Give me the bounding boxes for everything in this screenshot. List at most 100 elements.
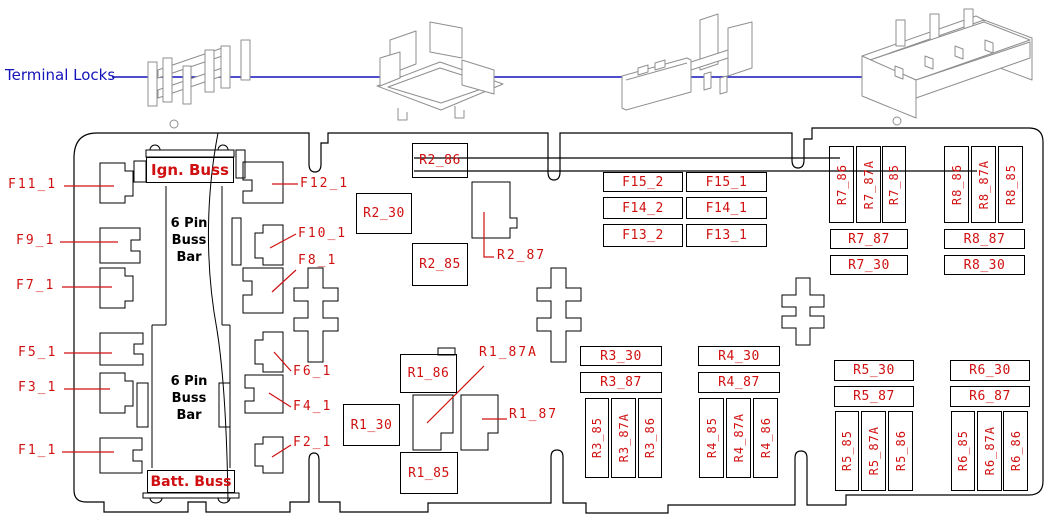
- terminal-box-r8-85: R8_85: [998, 146, 1023, 223]
- terminal-box-r4-85-text: R4_85: [704, 417, 719, 459]
- terminal-box-f14-1: F14_1: [686, 197, 767, 219]
- terminal-box-r3-30-text: R3_30: [600, 348, 642, 364]
- terminal-box-r3-87a-text: R3_87A: [616, 413, 631, 463]
- terminal-box-r1-30-text: R1_30: [350, 417, 393, 433]
- terminal-box-r6-85-text: R6_85: [956, 430, 970, 472]
- terminal-box-r6-87: R6_87: [950, 386, 1030, 407]
- six-pin-buss-bar-upper-label: 6 Pin Buss Bar: [156, 215, 222, 266]
- terminal-box-r7-30: R7_30: [830, 255, 908, 275]
- six-pin-line-2: Buss: [171, 391, 207, 406]
- terminal-locks-label: Terminal Locks: [5, 66, 116, 84]
- terminal-box-r8-86: R8_86: [944, 146, 969, 223]
- terminal-box-r2-30-text: R2_30: [363, 206, 405, 221]
- terminal-lock-sketch-2: [376, 21, 504, 121]
- label-r1-87: R1_87: [509, 407, 559, 422]
- terminal-box-r4-87a-text: R4_87A: [731, 413, 746, 463]
- terminal-box-f13-1: F13_1: [686, 224, 767, 247]
- terminal-box-r8-87-text: R8_87: [963, 231, 1006, 247]
- six-pin-line-3: Bar: [176, 250, 202, 265]
- terminal-box-f15-2-text: F15_2: [622, 174, 664, 190]
- terminal-box-f13-2-text: F13_2: [622, 228, 664, 243]
- terminal-box-r1-86-text: R1_86: [407, 366, 450, 381]
- terminal-box-f13-1-text: F13_1: [705, 228, 748, 243]
- terminal-box-r8-87a-text: R8_87A: [976, 159, 991, 210]
- terminal-box-r2-86: R2_86: [412, 143, 468, 178]
- terminal-box-r7-86: R7_86: [829, 146, 854, 223]
- terminal-box-r7-86-text: R7_86: [834, 163, 849, 206]
- label-f4-1: F4_1: [293, 399, 333, 414]
- terminal-box-r1-85-text: R1_85: [408, 465, 450, 481]
- label-f8-1: F8_1: [298, 253, 338, 268]
- terminal-box-r7-30-text: R7_30: [848, 257, 890, 273]
- terminal-box-r6-86-text: R6_86: [1008, 430, 1023, 472]
- terminal-box-r2-85: R2_85: [412, 243, 468, 286]
- terminal-box-r5-87: R5_87: [834, 386, 914, 407]
- terminal-box-f15-2: F15_2: [603, 172, 683, 192]
- terminal-box-r7-87: R7_87: [830, 229, 908, 249]
- label-f10-1: F10_1: [298, 226, 348, 241]
- terminal-box-r6-87a: R6_87A: [977, 411, 1002, 491]
- terminal-box-r5-86-text: R5_86: [893, 430, 908, 472]
- terminal-box-r5-85-text: R5_85: [840, 430, 854, 472]
- terminal-box-f13-2: F13_2: [603, 224, 683, 247]
- terminal-box-r3-87a: R3_87A: [611, 398, 636, 478]
- label-leader-lines: [60, 183, 507, 458]
- terminal-box-r3-85-text: R3_85: [590, 417, 604, 459]
- terminal-box-r8-86-text: R8_86: [949, 163, 964, 206]
- terminal-box-r6-87-text: R6_87: [969, 389, 1011, 404]
- terminal-box-r4-87: R4_87: [698, 372, 780, 393]
- terminal-box-f14-2: F14_2: [603, 197, 683, 219]
- terminal-box-r4-86-text: R4_86: [758, 417, 773, 459]
- terminal-box-r6-87a-text: R6_87A: [982, 426, 997, 476]
- terminal-box-r8-85-text: R8_85: [1003, 163, 1018, 206]
- terminal-box-r1-86: R1_86: [400, 354, 457, 393]
- terminal-box-r1-85: R1_85: [400, 452, 458, 494]
- terminal-box-r4-86: R4_86: [753, 398, 778, 478]
- six-pin-line-1: 6 Pin: [170, 374, 208, 389]
- label-f9-1: F9_1: [16, 233, 56, 248]
- six-pin-buss-bar-lower-label: 6 Pin Buss Bar: [156, 373, 222, 424]
- six-pin-line-1: 6 Pin: [170, 216, 208, 231]
- terminal-box-r2-30: R2_30: [356, 193, 412, 234]
- terminal-box-r4-30-text: R4_30: [718, 348, 760, 364]
- terminal-box-r3-30: R3_30: [580, 346, 662, 366]
- terminal-box-r5-30-text: R5_30: [853, 363, 895, 378]
- terminal-box-f14-2-text: F14_2: [622, 200, 664, 216]
- r2-86-connection-lines: [414, 157, 977, 172]
- fusebox-interior-linework: [99, 116, 902, 504]
- label-r2-87: R2_87: [497, 248, 547, 263]
- terminal-box-r5-30: R5_30: [834, 360, 914, 381]
- terminal-box-r5-85: R5_85: [835, 411, 859, 491]
- terminal-box-r8-87: R8_87: [944, 229, 1025, 249]
- terminal-box-r4-87-text: R4_87: [718, 375, 760, 390]
- terminal-box-r7-87a: R7_87A: [856, 146, 881, 223]
- terminal-box-r4-85: R4_85: [699, 398, 724, 478]
- terminal-box-r6-30-text: R6_30: [969, 363, 1011, 378]
- terminal-box-r4-87a: R4_87A: [726, 398, 751, 478]
- terminal-box-r7-87a-text: R7_87A: [861, 159, 876, 210]
- terminal-box-r3-86: R3_86: [638, 398, 662, 478]
- label-f11-1: F11_1: [8, 177, 58, 192]
- label-f3-1: F3_1: [18, 380, 58, 395]
- terminal-box-f15-1-text: F15_1: [705, 174, 748, 190]
- label-f12-1: F12_1: [300, 176, 350, 191]
- terminal-box-r3-87: R3_87: [580, 372, 662, 393]
- terminal-box-f15-1: F15_1: [686, 172, 767, 192]
- terminal-box-r3-85: R3_85: [585, 398, 609, 478]
- batt-buss-label: Batt. Buss: [147, 470, 235, 493]
- terminal-box-r8-30-text: R8_30: [963, 257, 1006, 273]
- label-f1-1: F1_1: [18, 443, 58, 458]
- terminal-box-r6-86: R6_86: [1003, 411, 1028, 491]
- fusebox-outer-outline: [73, 127, 1044, 514]
- six-pin-line-2: Buss: [171, 233, 207, 248]
- terminal-box-r4-30: R4_30: [698, 346, 780, 366]
- terminal-box-r3-87-text: R3_87: [600, 375, 642, 390]
- terminal-box-r2-85-text: R2_85: [419, 257, 461, 272]
- terminal-box-r3-86-text: R3_86: [643, 417, 657, 459]
- label-f5-1: F5_1: [18, 345, 58, 360]
- six-pin-line-3: Bar: [176, 408, 202, 423]
- ign-buss-label: Ign. Buss: [146, 157, 234, 183]
- terminal-box-r2-86-text: R2_86: [419, 153, 461, 168]
- terminal-box-r8-87a: R8_87A: [971, 146, 996, 223]
